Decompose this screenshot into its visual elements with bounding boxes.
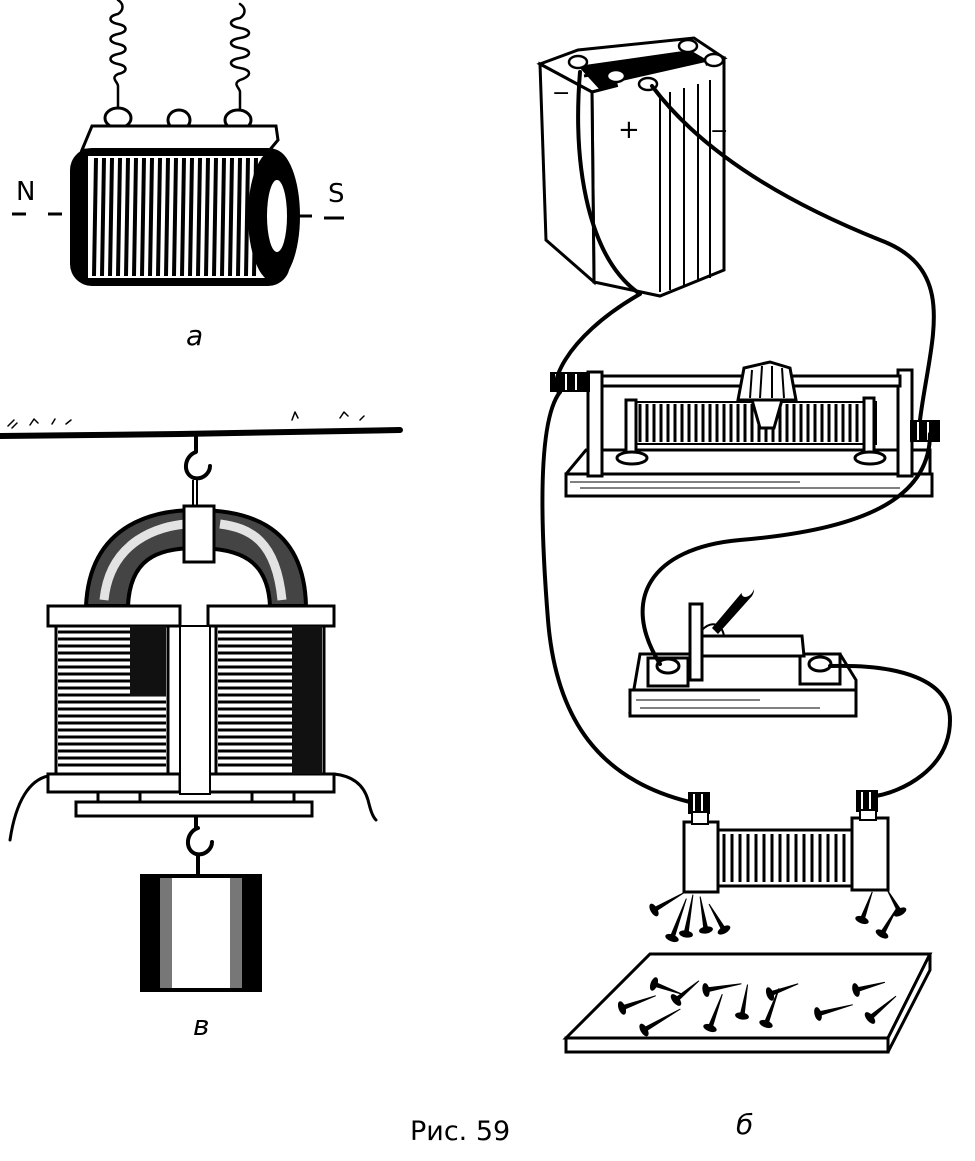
nail-icon bbox=[665, 898, 687, 943]
coil-winding bbox=[140, 157, 146, 277]
south-pole-label: S bbox=[328, 179, 345, 209]
attached-nails bbox=[649, 889, 907, 943]
nail-icon bbox=[699, 896, 713, 934]
board-nails bbox=[617, 977, 897, 1037]
coil-winding bbox=[244, 157, 250, 277]
coil-winding bbox=[236, 157, 242, 277]
ceiling-beam bbox=[0, 427, 403, 439]
nail-icon bbox=[735, 984, 749, 1020]
hand-right bbox=[332, 772, 378, 822]
coil-winding bbox=[196, 157, 202, 277]
coil-winding bbox=[220, 157, 226, 277]
right-coil bbox=[214, 624, 326, 776]
nail-icon bbox=[617, 995, 656, 1015]
coil-winding bbox=[92, 157, 98, 277]
coil-winding bbox=[188, 157, 194, 277]
circuit-electromagnet bbox=[649, 790, 907, 943]
panel-b-circuit: − + − bbox=[536, 36, 952, 1141]
wire-rheostat-to-switch bbox=[640, 432, 932, 666]
yoke-clamp bbox=[182, 504, 216, 564]
spring-left-icon bbox=[109, 0, 127, 110]
wire-battery-to-rheostat bbox=[650, 84, 936, 422]
rheostat-slider bbox=[736, 360, 798, 402]
nail-icon bbox=[875, 906, 899, 939]
nail-icon bbox=[649, 977, 683, 995]
left-coil bbox=[54, 624, 170, 776]
hook-upper-icon bbox=[184, 434, 212, 481]
nail-icon bbox=[814, 1004, 853, 1021]
coil-winding bbox=[228, 157, 234, 277]
nail-icon bbox=[886, 889, 907, 917]
nail-icon bbox=[703, 994, 723, 1033]
coil-winding bbox=[124, 157, 130, 277]
coil-winding bbox=[156, 157, 162, 277]
panel-v-electromagnet: в bbox=[0, 411, 403, 1042]
panel-a-coil: N S а bbox=[12, 0, 345, 352]
nail-icon bbox=[765, 983, 799, 1001]
nail-icon bbox=[852, 981, 886, 997]
coil-flanges bbox=[46, 604, 336, 794]
coil-winding bbox=[180, 157, 186, 277]
nail-icon bbox=[670, 980, 700, 1006]
coil-winding bbox=[204, 157, 210, 277]
figure-caption: Рис. 59 bbox=[410, 1116, 510, 1147]
knife-switch bbox=[628, 583, 858, 718]
magnetic-axis bbox=[12, 212, 344, 220]
wire-battery-to-electromagnet bbox=[554, 70, 642, 394]
hanging-weight bbox=[140, 874, 262, 992]
nail-icon bbox=[864, 995, 897, 1024]
nail-icon bbox=[708, 903, 731, 935]
coil-winding bbox=[132, 157, 138, 277]
armature-plate bbox=[74, 790, 314, 818]
coil-winding bbox=[108, 157, 114, 277]
nail-board bbox=[562, 952, 933, 1054]
panel-b-label: б bbox=[736, 1108, 753, 1141]
battery-plus: + bbox=[618, 115, 640, 145]
circuit-wires bbox=[540, 70, 952, 804]
rheostat bbox=[550, 360, 940, 498]
panel-a-label: а bbox=[186, 319, 203, 352]
wire-switch-to-electromagnet bbox=[828, 663, 952, 798]
coil-body bbox=[70, 148, 300, 286]
coil-winding bbox=[148, 157, 154, 277]
panel-v-label: в bbox=[193, 1009, 210, 1042]
nail-icon bbox=[649, 891, 686, 917]
hand-left bbox=[8, 774, 50, 842]
coil-winding bbox=[172, 157, 178, 277]
coil-winding bbox=[100, 157, 106, 277]
battery-minus-left: − bbox=[552, 81, 570, 106]
coil-winding bbox=[164, 157, 170, 277]
battery: − + − bbox=[536, 36, 728, 298]
north-pole-label: N bbox=[16, 177, 35, 207]
nail-icon bbox=[702, 983, 742, 997]
nail-icon bbox=[679, 894, 694, 938]
coil-winding bbox=[116, 157, 122, 277]
nail-icon bbox=[759, 988, 780, 1029]
hook-lower-icon bbox=[186, 826, 214, 857]
switch-handle bbox=[712, 585, 755, 634]
spring-right-icon bbox=[229, 2, 251, 114]
battery-minus-right: − bbox=[710, 119, 728, 144]
nail-icon bbox=[639, 1008, 681, 1037]
nail-icon bbox=[855, 891, 873, 925]
coil-winding bbox=[212, 157, 218, 277]
ceiling-texture bbox=[7, 411, 365, 429]
